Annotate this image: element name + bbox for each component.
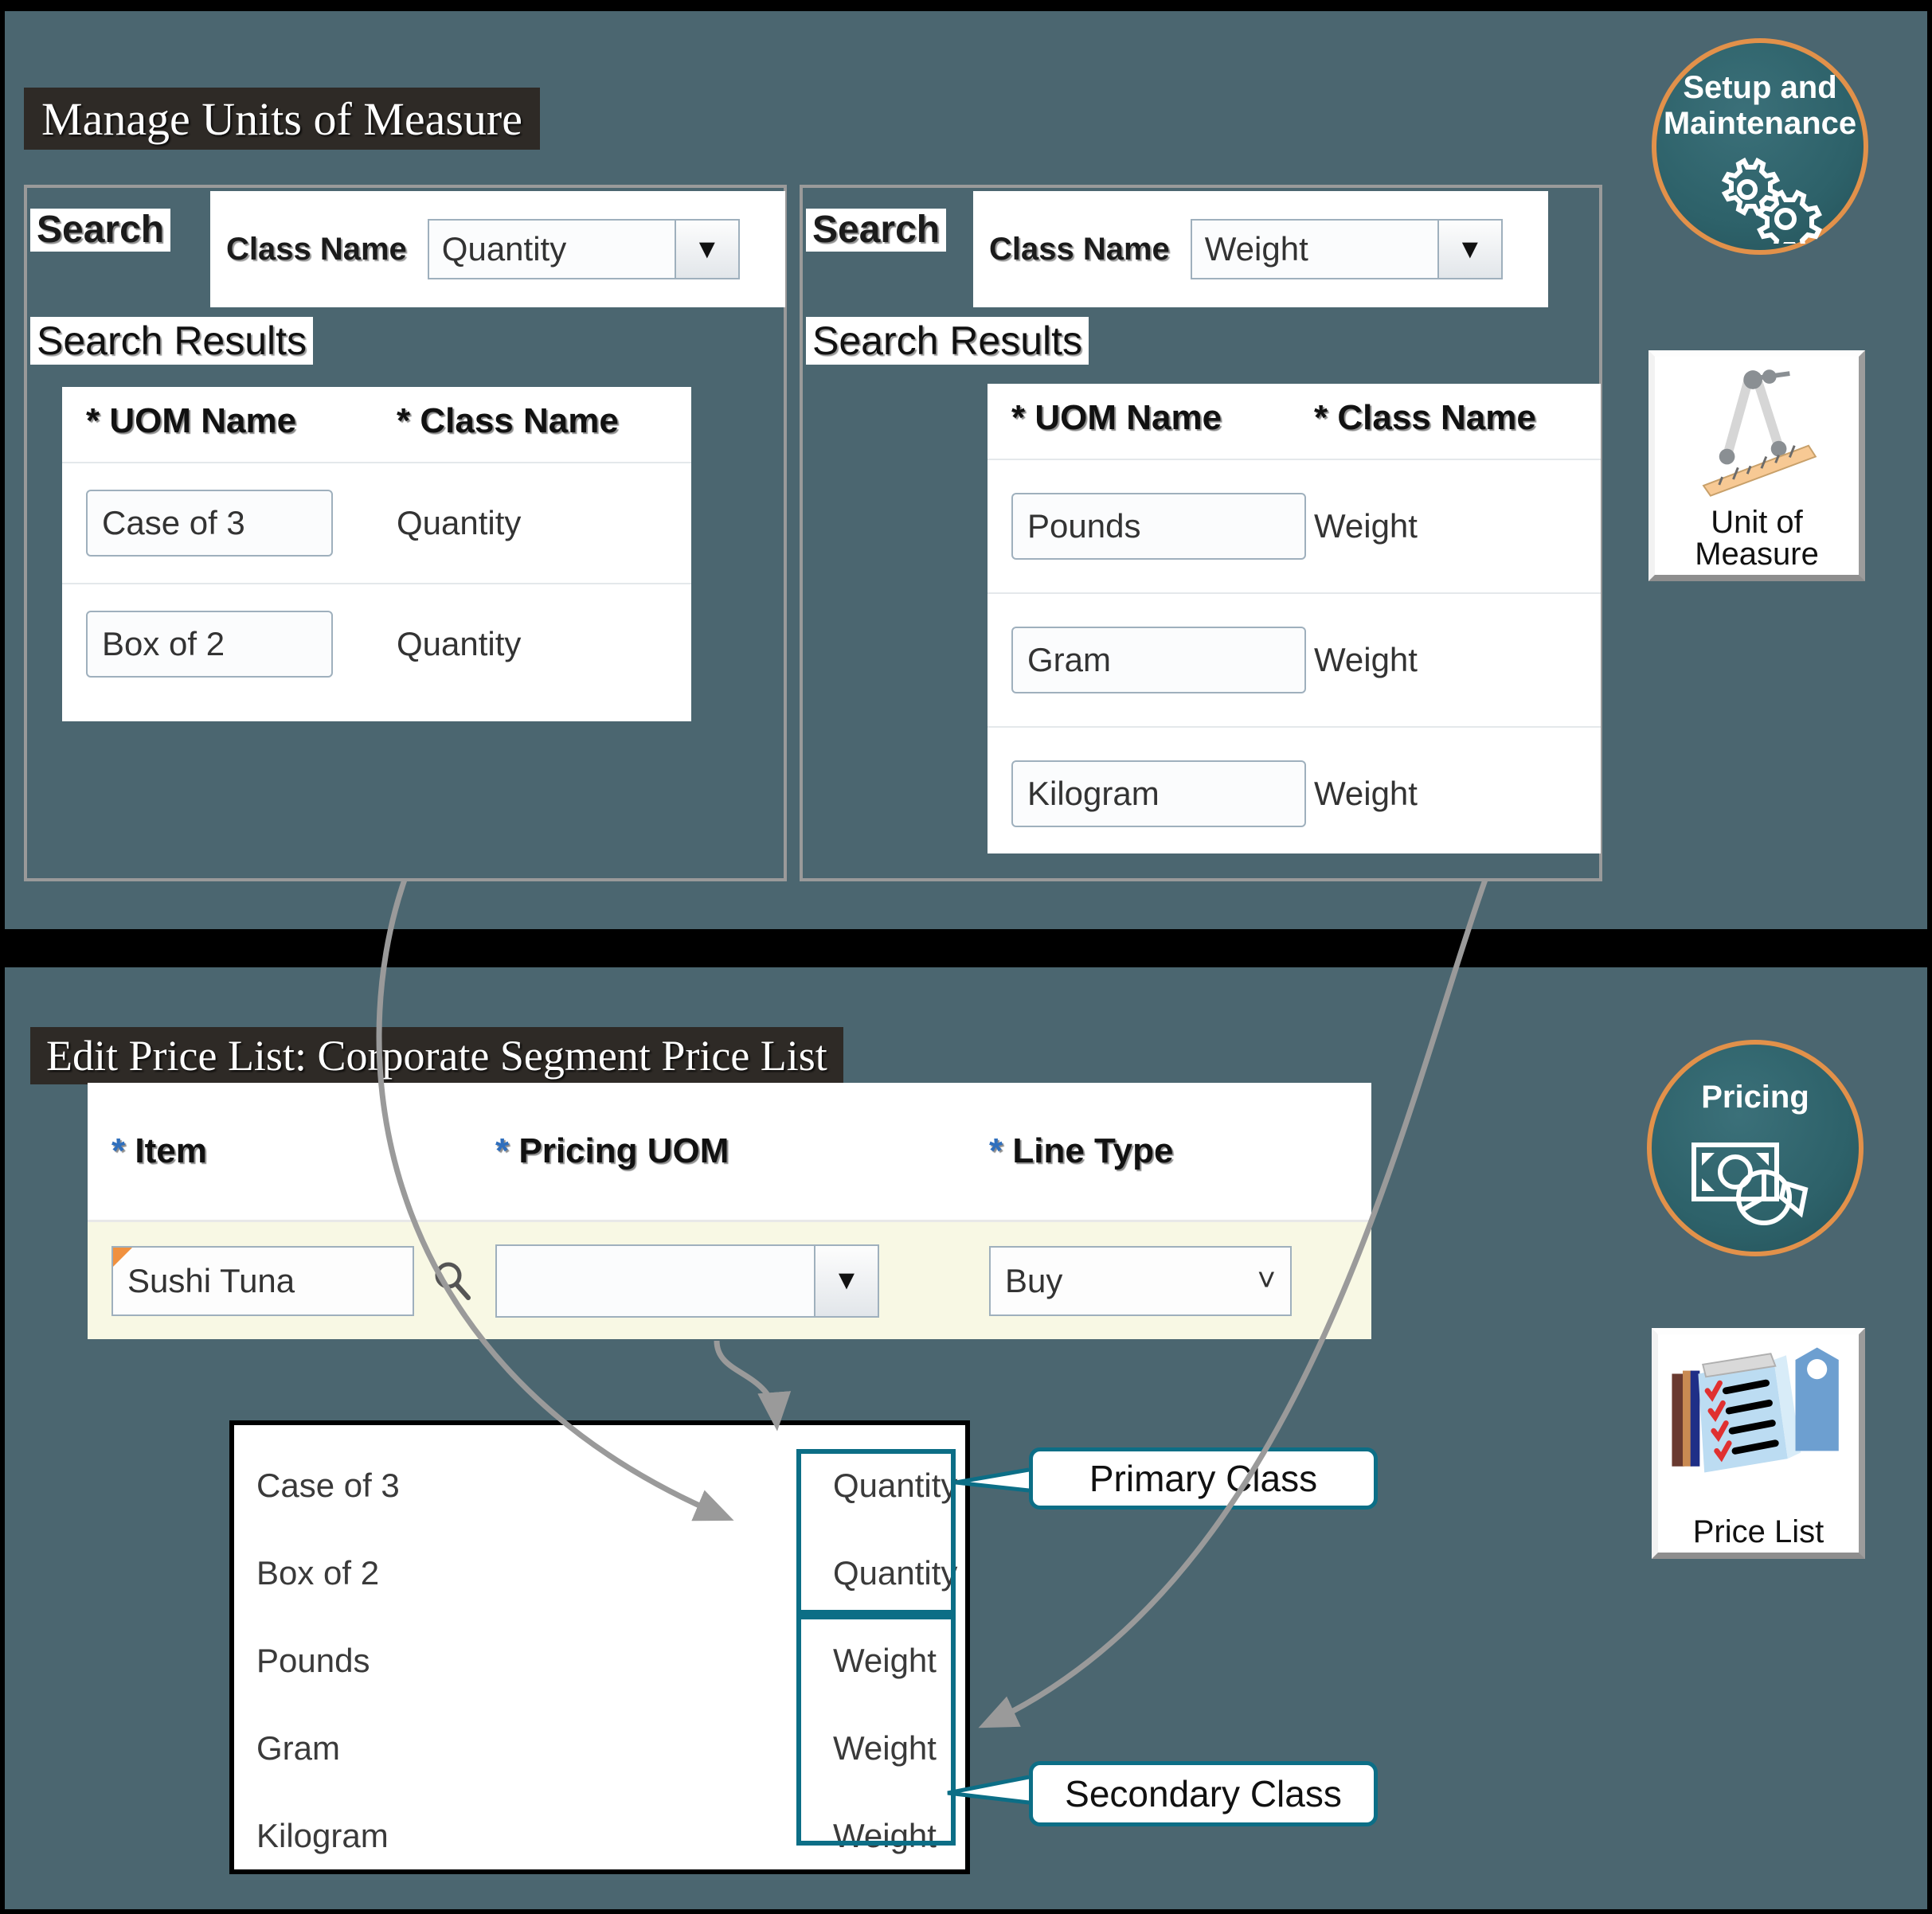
list-item[interactable]: Case of 3 <box>256 1467 400 1504</box>
pricing-uom-input[interactable] <box>495 1244 814 1318</box>
search-label-quantity: Search <box>30 209 171 252</box>
primary-class-highlight-box <box>796 1449 956 1615</box>
compass-ruler-icon <box>1655 363 1859 575</box>
uom-name-field[interactable]: Case of 3 <box>86 490 333 557</box>
column-header-item: * Item <box>111 1131 207 1170</box>
table-header-row: * UOM Name * Class Name <box>988 384 1601 459</box>
badge-label: Pricing <box>1701 1080 1809 1115</box>
table-row[interactable]: Kilogram Weight <box>988 726 1601 860</box>
column-header-line-type: * Line Type <box>989 1131 1174 1170</box>
badge-label-line2: Maintenance <box>1663 105 1857 141</box>
secondary-class-highlight-box <box>796 1615 956 1846</box>
column-header-item-label: Item <box>135 1131 207 1170</box>
money-pie-chart-icon <box>1688 1115 1823 1252</box>
search-results-table-quantity: * UOM Name * Class Name Case of 3 Quanti… <box>62 387 691 721</box>
pricing-uom-lov[interactable]: ▼ <box>495 1244 879 1318</box>
icon-label-line1: Price List <box>1692 1514 1824 1549</box>
search-results-label-weight: Search Results <box>806 317 1089 365</box>
callout-primary-class: Primary Class <box>1029 1447 1378 1510</box>
required-flag-icon <box>113 1247 132 1267</box>
uom-name-field[interactable]: Kilogram <box>1011 760 1306 827</box>
column-header-pricing-uom: * Pricing UOM <box>495 1131 729 1170</box>
badge-pricing[interactable]: Pricing <box>1647 1040 1864 1256</box>
search-strip-quantity: Class Name Quantity ▼ <box>210 191 785 307</box>
list-item-class: Weight <box>833 1817 937 1854</box>
list-item-class: Quantity <box>833 1467 958 1504</box>
badge-label-line1: Pricing <box>1701 1080 1809 1115</box>
icon-unit-of-measure[interactable]: Unit of Measure <box>1648 350 1865 581</box>
item-field-value: Sushi Tuna <box>127 1261 295 1299</box>
clipboard-tag-icon <box>1658 1341 1859 1553</box>
table-row[interactable]: Box of 2 Quantity <box>62 583 691 704</box>
list-item-class: Weight <box>833 1729 937 1767</box>
class-name-input-quantity[interactable]: Quantity <box>427 219 675 279</box>
icon-price-list[interactable]: Price List <box>1652 1328 1865 1559</box>
class-name-value: Weight <box>1314 641 1418 678</box>
list-item[interactable]: Box of 2 <box>256 1554 380 1592</box>
class-name-lov-weight[interactable]: Weight ▼ <box>1190 219 1503 279</box>
badge-label: Setup and Maintenance <box>1664 70 1856 142</box>
class-name-label-weight: Class Name <box>989 231 1170 267</box>
list-item[interactable]: Gram <box>256 1729 340 1767</box>
class-name-input-weight[interactable]: Weight <box>1190 219 1437 279</box>
search-results-table-weight: * UOM Name * Class Name Pounds Weight Gr… <box>988 384 1601 853</box>
class-name-value: Quantity <box>397 625 522 662</box>
table-row[interactable]: Gram Weight <box>988 592 1601 726</box>
uom-name-field[interactable]: Gram <box>1011 627 1306 693</box>
price-list-row: Sushi Tuna ▼ Buy ˅ <box>88 1220 1371 1339</box>
magnifier-icon[interactable] <box>430 1259 475 1303</box>
table-row[interactable]: Pounds Weight <box>988 459 1601 592</box>
item-field[interactable]: Sushi Tuna <box>111 1245 414 1316</box>
gears-icon <box>1692 142 1828 250</box>
list-item[interactable]: Pounds <box>256 1642 370 1679</box>
column-header-class-name: * Class Name <box>1314 398 1536 437</box>
chevron-down-icon: ˅ <box>1257 1263 1276 1298</box>
search-strip-weight: Class Name Weight ▼ <box>973 191 1548 307</box>
icon-label: Unit of Measure <box>1695 506 1819 570</box>
list-item[interactable]: Kilogram <box>256 1817 389 1854</box>
badge-label-line1: Setup and <box>1683 70 1837 105</box>
icon-label-line1: Unit of <box>1711 505 1803 540</box>
column-header-uom-name: * UOM Name <box>1011 398 1222 437</box>
column-header-class-name: * Class Name <box>397 401 619 440</box>
list-item-class: Quantity <box>833 1554 958 1592</box>
page-title-edit-price-list: Edit Price List: Corporate Segment Price… <box>30 1027 843 1084</box>
line-type-value: Buy <box>1005 1261 1063 1299</box>
icon-label-line2: Measure <box>1695 537 1819 572</box>
table-header-row: * UOM Name * Class Name <box>62 387 691 462</box>
line-type-select[interactable]: Buy ˅ <box>989 1245 1292 1316</box>
table-row[interactable]: Case of 3 Quantity <box>62 462 691 583</box>
page-title-manage-uom: Manage Units of Measure <box>24 88 540 150</box>
badge-setup-and-maintenance[interactable]: Setup and Maintenance <box>1652 38 1868 255</box>
icon-label: Price List <box>1693 1516 1824 1548</box>
class-name-value: Quantity <box>397 504 522 541</box>
search-label-weight: Search <box>806 209 947 252</box>
class-name-lov-quantity[interactable]: Quantity ▼ <box>427 219 740 279</box>
class-name-label-quantity: Class Name <box>226 231 407 267</box>
chevron-down-icon[interactable]: ▼ <box>1437 219 1503 279</box>
class-name-value: Weight <box>1314 775 1418 812</box>
callout-secondary-class: Secondary Class <box>1029 1761 1378 1826</box>
list-item-class: Weight <box>833 1642 937 1679</box>
search-results-label-quantity: Search Results <box>30 317 314 365</box>
column-header-line-type-label: Line Type <box>1012 1131 1174 1170</box>
chevron-down-icon[interactable]: ▼ <box>814 1244 879 1318</box>
column-header-pricing-uom-label: Pricing UOM <box>518 1131 729 1170</box>
class-name-value: Weight <box>1314 507 1418 545</box>
price-list-table-header: * Item * Pricing UOM * Line Type <box>88 1083 1371 1220</box>
uom-name-field[interactable]: Box of 2 <box>86 611 333 678</box>
column-header-uom-name: * UOM Name <box>86 401 297 440</box>
chevron-down-icon[interactable]: ▼ <box>674 219 740 279</box>
uom-name-field[interactable]: Pounds <box>1011 493 1306 560</box>
